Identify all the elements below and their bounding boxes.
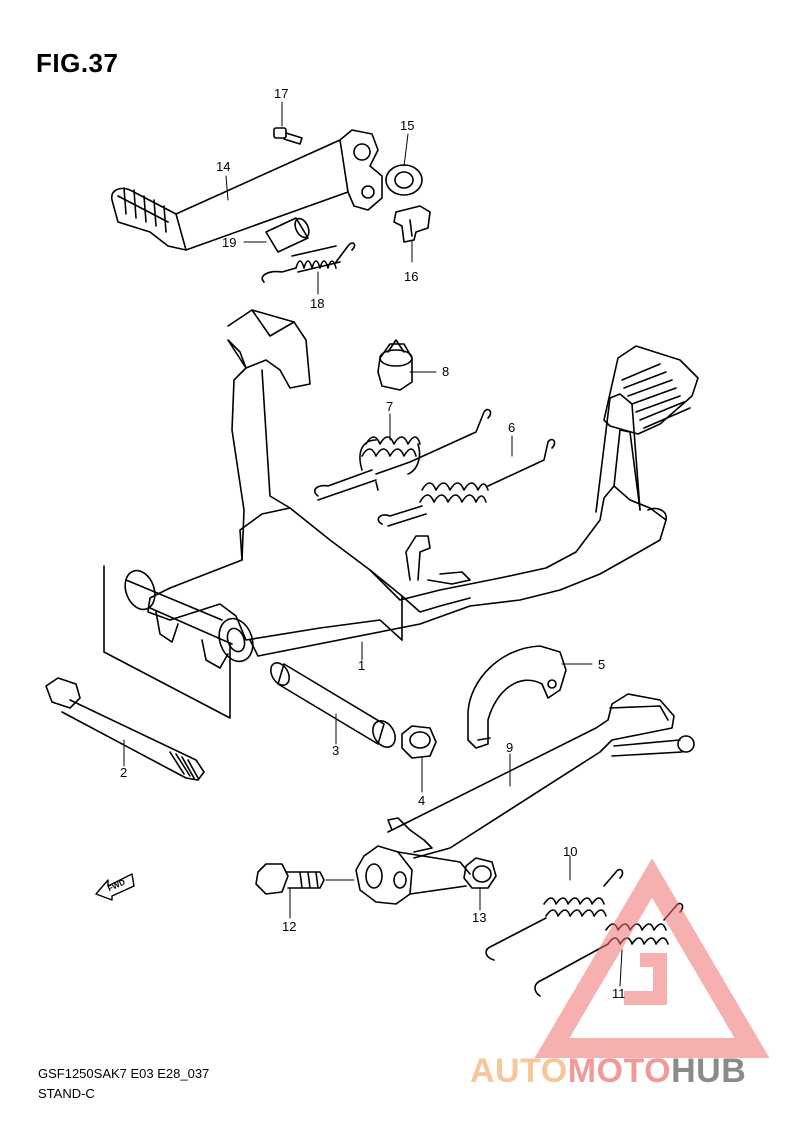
callout-9: 9: [506, 740, 513, 755]
spring-part-10: [485, 868, 624, 961]
callout-14: 14: [216, 159, 230, 174]
side-stand-part-9: [355, 693, 695, 905]
callout-6: 6: [508, 420, 515, 435]
nut-part-4: [401, 725, 437, 759]
spring-part-18: [261, 242, 356, 283]
callout-4: 4: [418, 793, 425, 808]
callout-8: 8: [442, 364, 449, 379]
callout-15: 15: [400, 118, 414, 133]
figure-title: FIG.37: [36, 48, 119, 78]
callout-11: 11: [612, 986, 626, 1001]
long-bolt-part-2: [45, 677, 205, 781]
callout-18: 18: [310, 296, 324, 311]
model-code: GSF1250SAK7 E03 E28_037: [38, 1066, 210, 1081]
center-stand-frame: [124, 309, 699, 669]
bracket-lines: [103, 565, 231, 719]
spring-part-7: [313, 408, 492, 501]
callout-19: 19: [222, 235, 236, 250]
washer-part-15: [385, 164, 423, 196]
fwd-arrow-icon: [95, 873, 135, 901]
bushing-part-19: [265, 217, 310, 253]
brake-pedal-lever: [110, 129, 383, 251]
bolt-part-17: [273, 127, 303, 145]
callout-17: 17: [274, 86, 288, 101]
bolt-part-12: [255, 863, 355, 895]
stopper-part-8: [377, 339, 413, 391]
leader-lines: [123, 101, 623, 987]
callout-13: 13: [472, 910, 486, 925]
watermark-part-moto: MOTO: [567, 1052, 672, 1090]
callout-16: 16: [404, 269, 418, 284]
callout-10: 10: [563, 844, 577, 859]
spring-part-6: [377, 438, 556, 527]
callout-2: 2: [120, 765, 127, 780]
watermark-text: AUTOMOTOHUB: [470, 1052, 746, 1091]
guard-bracket-part-5: [467, 645, 567, 749]
tube-part-3: [270, 662, 396, 748]
nut-part-13: [463, 857, 497, 889]
callout-7: 7: [386, 399, 393, 414]
watermark-part-auto: AUTO: [470, 1052, 568, 1090]
callout-3: 3: [332, 743, 339, 758]
callout-12: 12: [282, 919, 296, 934]
watermark-part-hub: HUB: [671, 1052, 747, 1090]
watermark-logo-icon: [534, 858, 770, 1058]
section-name: STAND-C: [38, 1086, 95, 1101]
callout-5: 5: [598, 657, 605, 672]
callout-1: 1: [358, 658, 365, 673]
clip-part-16: [393, 205, 431, 243]
